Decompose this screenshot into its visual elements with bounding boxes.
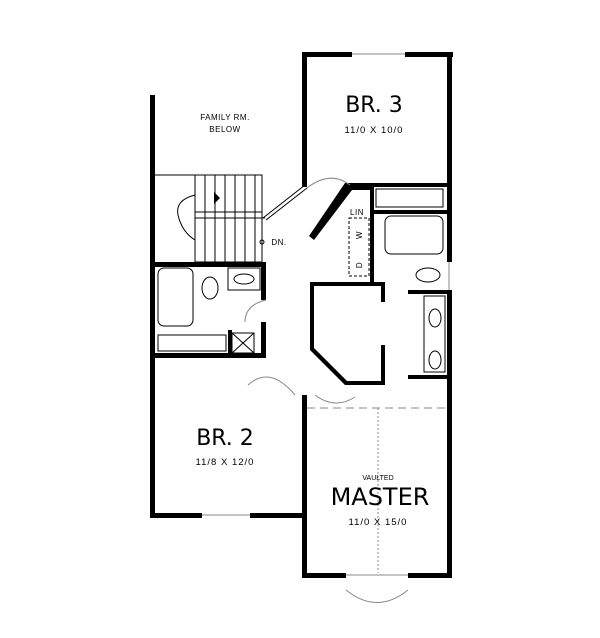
- br3-name: BR. 3: [345, 93, 403, 118]
- arrow-icon: [214, 192, 220, 204]
- doors: [244, 177, 447, 573]
- closet-rod: [157, 334, 227, 352]
- fixtures: [157, 188, 446, 373]
- br3-size: 11/0 X 10/0: [345, 125, 404, 136]
- vanity-icon: [423, 295, 446, 373]
- washer-label: W: [355, 231, 364, 239]
- interior-walls: [155, 183, 452, 385]
- windows: [202, 53, 450, 603]
- toilet-icon: [201, 276, 219, 300]
- sink-icon: [227, 267, 261, 291]
- washer-dryer-icon: [348, 217, 370, 277]
- br2-name: BR. 2: [196, 426, 254, 451]
- master-size: 11/0 X 15/0: [349, 517, 408, 528]
- exterior-walls: [150, 52, 453, 578]
- stairs: [155, 174, 308, 263]
- master-name: MASTER: [331, 483, 430, 511]
- bathtub-icon: [384, 215, 444, 255]
- shower-icon: [231, 332, 255, 354]
- br2-size: 11/8 X 12/0: [196, 457, 255, 468]
- closet-rod: [375, 188, 444, 208]
- linen-label: LIN: [350, 208, 364, 217]
- family-room-below-label: BELOW: [209, 125, 240, 134]
- room-labels: FAMILY RM. BELOW BR. 3 11/0 X 10/0 LIN W…: [196, 93, 430, 528]
- toilet-icon: [415, 267, 441, 283]
- dryer-label: D: [355, 262, 364, 268]
- bathtub-icon: [157, 267, 194, 327]
- master-note: VAULTED: [362, 475, 393, 482]
- stairs-down-label: DN.: [271, 238, 286, 247]
- family-room-label: FAMILY RM.: [200, 113, 250, 122]
